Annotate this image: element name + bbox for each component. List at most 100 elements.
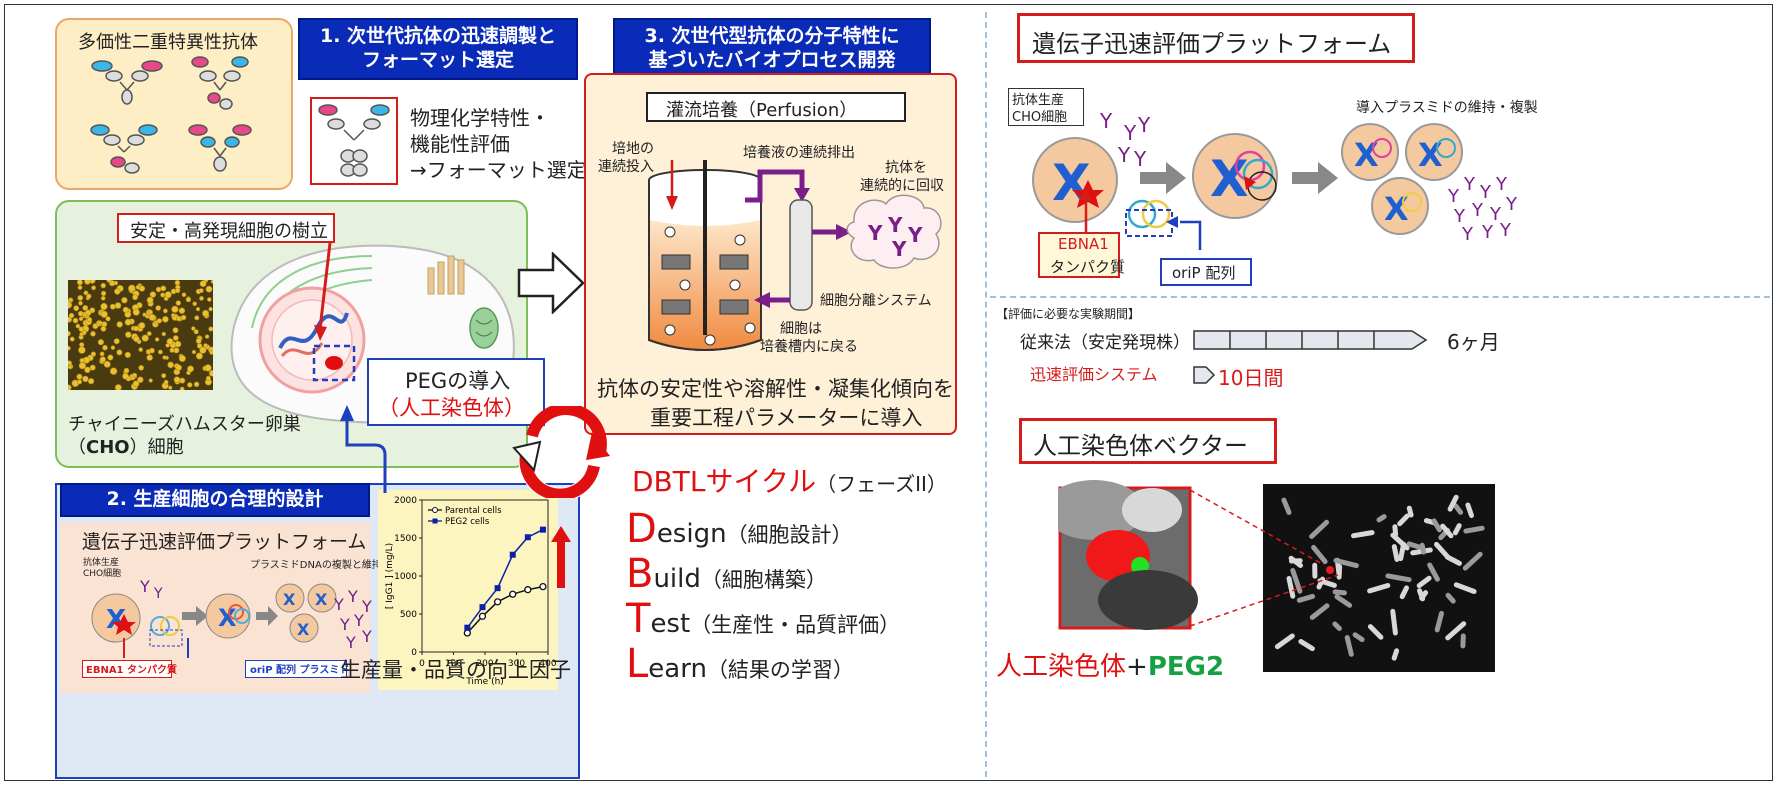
chromosome <box>1463 525 1485 534</box>
svg-text:Y: Y <box>347 587 358 606</box>
micrograph-cell <box>76 280 83 286</box>
micrograph-cell <box>142 312 147 317</box>
micrograph-cell <box>90 351 97 357</box>
right-cho-2: CHO細胞 <box>1012 110 1068 125</box>
return-1: 細胞は <box>780 321 822 337</box>
micrograph-cell <box>138 365 144 371</box>
micrograph-cell <box>179 386 185 390</box>
micrograph-cell <box>187 365 194 373</box>
chart-legend-label: Parental cells <box>445 506 502 516</box>
micrograph-cell <box>85 309 92 316</box>
chart-xtick-label: 0 <box>419 659 425 669</box>
micrograph-cell <box>133 325 139 332</box>
micrograph-cell <box>138 347 143 352</box>
micrograph-cell <box>78 362 86 370</box>
micrograph-cell <box>73 305 80 312</box>
chromosome <box>1351 530 1375 539</box>
micrograph-cell <box>167 361 174 369</box>
right-cho-1: 抗体生産 <box>1012 93 1065 108</box>
micrograph-cell <box>68 345 71 351</box>
chromosome <box>1296 593 1316 603</box>
micrograph-cell <box>122 306 129 313</box>
collect-2: 連続的に回収 <box>860 178 944 194</box>
svg-text:Y: Y <box>345 633 356 652</box>
chart-point <box>463 629 472 637</box>
micrograph-cell <box>78 346 86 354</box>
chart-point <box>539 582 547 591</box>
micrograph-cell <box>174 280 181 286</box>
micrograph-cell <box>170 313 176 318</box>
micrograph-cell <box>195 338 202 344</box>
right-ebna-2: タンパク質 <box>1050 258 1126 276</box>
dbtl-build: Build（細胞構築） <box>626 551 827 597</box>
chromosome <box>1344 635 1354 657</box>
chart-point <box>509 551 516 558</box>
chromosome <box>1447 494 1459 512</box>
micrograph-cell <box>110 345 116 350</box>
svg-text:X: X <box>315 590 328 609</box>
micrograph-cell <box>86 293 92 299</box>
micrograph-cell <box>138 322 146 329</box>
chromosome <box>1453 582 1477 594</box>
cho-label-bold: CHO <box>86 437 130 458</box>
micrograph-cell <box>207 297 212 302</box>
micrograph-cell <box>123 367 130 374</box>
chart-ytick-label: 1500 <box>394 534 417 544</box>
micrograph-cell <box>132 308 140 316</box>
dbtl-test-rest: est <box>650 609 691 639</box>
chromosome <box>1453 503 1464 515</box>
svg-text:Y: Y <box>139 577 150 596</box>
right-ebna-1: EBNA1 <box>1058 235 1109 253</box>
chromosome <box>1367 624 1384 640</box>
micrograph-cell <box>146 354 153 361</box>
micrograph-cell <box>204 334 210 339</box>
chart-xtick-label: 400 <box>539 659 556 669</box>
micrograph-cell <box>113 338 120 345</box>
micrograph-cell <box>97 339 105 346</box>
cho-micrograph <box>68 280 213 390</box>
mini-cho-2: CHO細胞 <box>83 569 122 579</box>
svg-text:X: X <box>297 620 310 639</box>
dbtl-design-jp: （細胞設計） <box>726 523 853 547</box>
right-ebna-box <box>1038 232 1120 278</box>
rapid-label: 迅速評価システム <box>1030 365 1158 384</box>
micrograph-cell <box>161 331 167 337</box>
left-to-right-arrow <box>517 252 585 314</box>
chromosome <box>1317 578 1337 588</box>
step3-panel <box>584 73 957 435</box>
chromosome <box>1416 575 1432 589</box>
chromosome <box>1290 568 1303 594</box>
micrograph-cell <box>91 285 96 291</box>
micrograph-cell <box>173 376 181 383</box>
micrograph-cell <box>173 347 180 354</box>
micrograph-cell <box>171 305 179 313</box>
micrograph-cell <box>174 287 181 294</box>
micrograph-cell <box>172 327 179 334</box>
chromosome <box>1311 544 1328 565</box>
chromosome <box>1440 523 1454 539</box>
svg-text:Y: Y <box>153 586 163 602</box>
svg-text:Y: Y <box>1117 143 1131 167</box>
micrograph-cell <box>191 349 197 355</box>
micrograph-cell <box>210 280 213 284</box>
svg-text:Y: Y <box>361 627 372 646</box>
right-platform-title-box <box>1017 13 1415 63</box>
micrograph-cell <box>149 347 155 354</box>
micrograph-cell <box>82 375 89 383</box>
svg-text:Y: Y <box>1133 147 1147 171</box>
micrograph-cell <box>146 331 152 336</box>
chromosome <box>1445 592 1456 604</box>
chromosome-images <box>1058 480 1495 672</box>
micrograph-cell <box>132 372 138 378</box>
svg-text:Y: Y <box>1489 204 1502 225</box>
micrograph-cell <box>75 323 81 329</box>
chart-point <box>524 586 532 594</box>
chromosome <box>1332 621 1342 631</box>
bottom-label-red: 人工染色体 <box>996 652 1127 682</box>
micrograph-cell <box>193 381 200 388</box>
selected-antibody-icon <box>318 104 390 177</box>
dbtl-learn-letter: L <box>626 641 649 687</box>
micrograph-cell <box>194 315 200 321</box>
micrograph-cell <box>209 350 213 355</box>
